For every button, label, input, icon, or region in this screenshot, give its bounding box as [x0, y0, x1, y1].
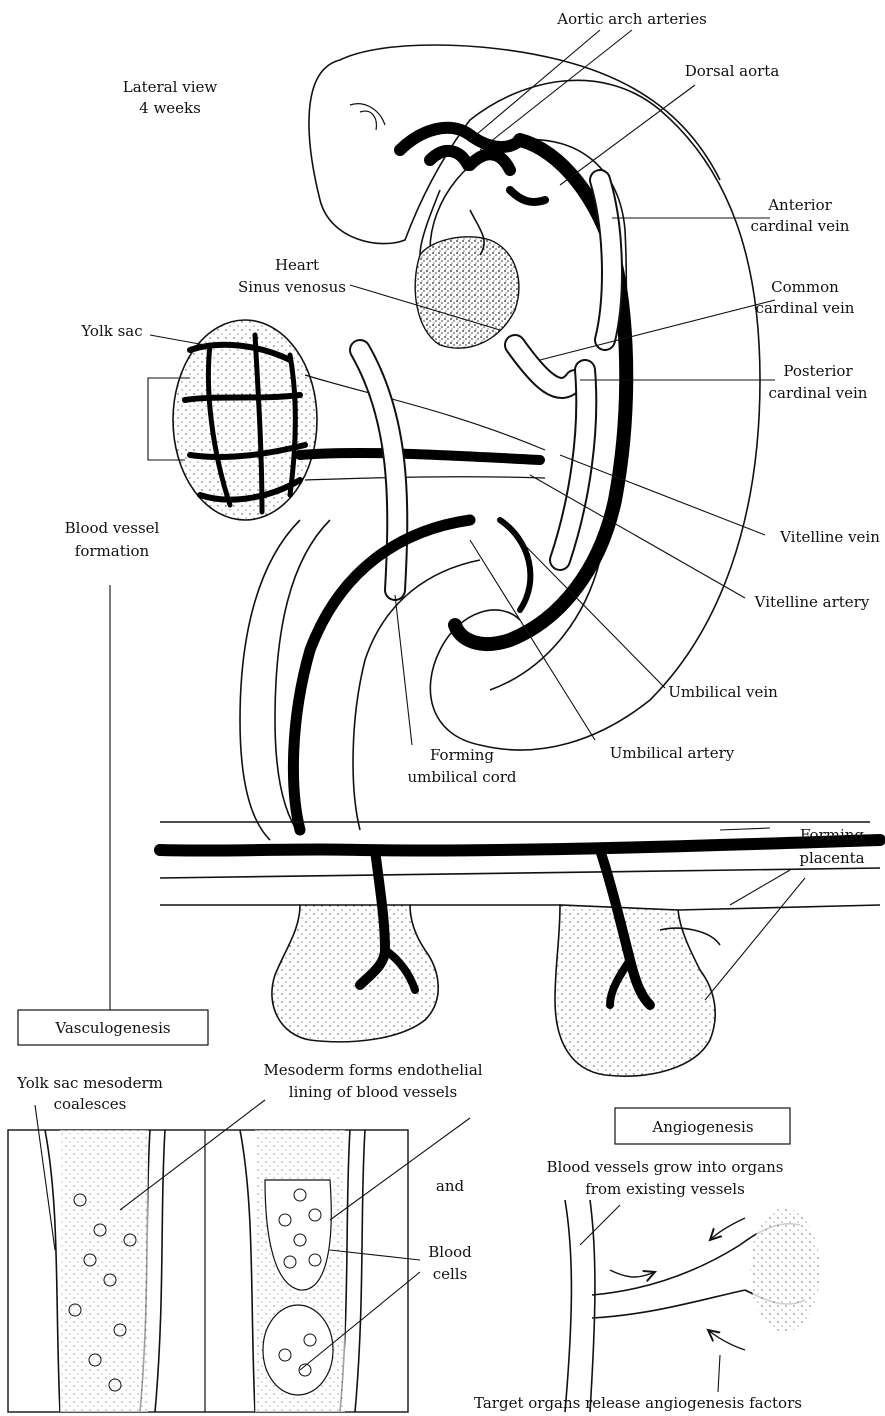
label-target-organs: Target organs release angiogenesis facto…	[474, 1394, 802, 1412]
label-mesoderm-forms-1: Mesoderm forms endothelial	[263, 1061, 482, 1079]
label-umbilical-artery: Umbilical artery	[610, 744, 735, 762]
label-vitelline-vein: Vitelline vein	[779, 528, 880, 546]
vasculogenesis-label: Vasculogenesis	[54, 1019, 170, 1037]
label-blood-cells-2: cells	[433, 1265, 468, 1283]
label-heart: Heart	[275, 256, 319, 274]
placenta	[160, 822, 880, 1076]
label-yolk-sac-mesoderm-1: Yolk sac mesoderm	[16, 1074, 163, 1092]
label-posterior-cardinal-vein-1: Posterior	[783, 362, 853, 380]
label-posterior-cardinal-vein-2: cardinal vein	[769, 384, 868, 402]
label-blood-vessels-grow-2: from existing vessels	[585, 1180, 745, 1198]
label-aortic-arch-arteries: Aortic arch arteries	[556, 10, 707, 28]
label-forming-placenta-2: placenta	[799, 849, 864, 867]
label-blood-vessel-formation-1: Blood vessel	[65, 519, 160, 537]
label-blood-vessels-grow-1: Blood vessels grow into organs	[547, 1158, 784, 1176]
label-common-cardinal-vein-2: cardinal vein	[756, 299, 855, 317]
label-forming-placenta-1: Forming	[800, 826, 864, 844]
view-line-1: Lateral view	[123, 78, 218, 96]
label-forming-umbilical-cord-2: umbilical cord	[408, 768, 517, 786]
label-common-cardinal-vein-1: Common	[771, 278, 839, 296]
label-sinus-venosus: Sinus venosus	[238, 278, 346, 296]
label-yolk-sac: Yolk sac	[80, 322, 142, 340]
heart	[415, 190, 519, 348]
label-yolk-sac-mesoderm-2: coalesces	[54, 1095, 127, 1113]
label-umbilical-vein: Umbilical vein	[668, 683, 778, 701]
vasculogenesis-panels	[8, 1130, 408, 1412]
label-forming-umbilical-cord-1: Forming	[430, 746, 494, 764]
cardinal-veins	[515, 180, 612, 560]
angiogenesis-label: Angiogenesis	[651, 1118, 753, 1136]
yolk-sac	[148, 320, 545, 520]
label-mesoderm-forms-2: lining of blood vessels	[289, 1083, 457, 1101]
angiogenesis-drawing	[565, 1200, 820, 1412]
label-blood-vessel-formation-2: formation	[75, 542, 150, 560]
label-and: and	[436, 1177, 465, 1195]
label-anterior-cardinal-vein-1: Anterior	[767, 196, 832, 214]
label-vitelline-artery: Vitelline artery	[754, 593, 870, 611]
view-line-2: 4 weeks	[139, 99, 201, 117]
label-anterior-cardinal-vein-2: cardinal vein	[751, 217, 850, 235]
label-dorsal-aorta: Dorsal aorta	[685, 62, 780, 80]
label-blood-cells-1: Blood	[428, 1243, 472, 1261]
